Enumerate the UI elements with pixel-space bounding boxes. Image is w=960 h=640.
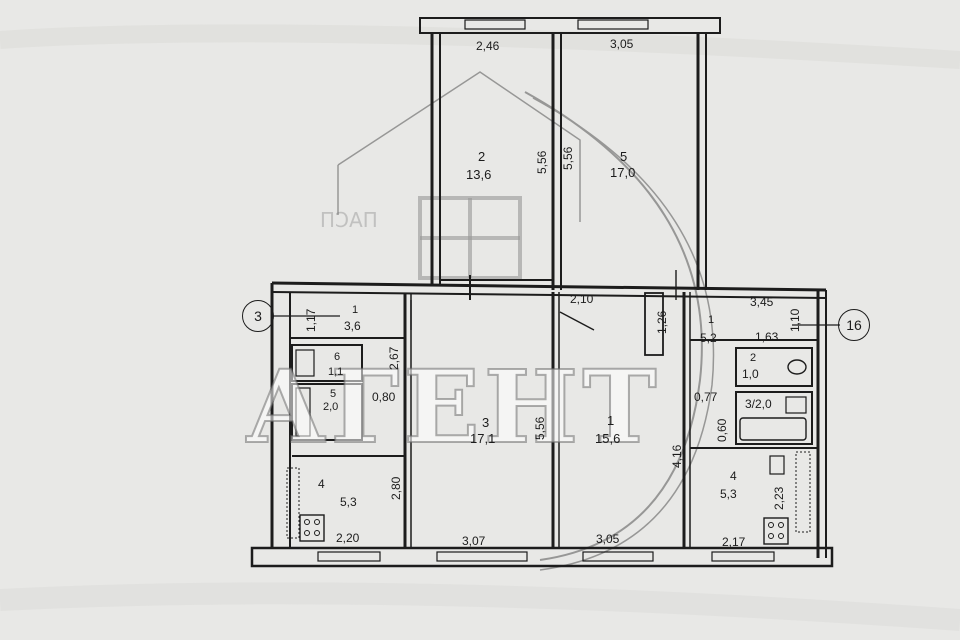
wc-right-number: 2 [750, 352, 757, 364]
room-2-number: 2 [478, 149, 486, 164]
dim-right-bath-side: 0,60 [715, 418, 729, 442]
room-5-number: 5 [620, 149, 628, 164]
room-1-number: 1 [607, 413, 615, 428]
dim-top-left-room: 2,46 [476, 39, 500, 53]
dim-bottom-right-mid: 3,05 [596, 532, 620, 546]
dim-closet-height: 1,26 [655, 310, 669, 334]
dim-left-kitchen-height: 2,80 [389, 476, 403, 500]
kitchen-right-number: 4 [730, 469, 737, 483]
dim-left-bath-width: 0,80 [372, 390, 396, 404]
dim-room2-height: 5,56 [535, 150, 549, 174]
watermark-text: АГЕНТ [244, 347, 661, 467]
room-3-number: 3 [482, 415, 490, 430]
hall-left-number: 1 [352, 304, 359, 316]
room-5-area: 17,0 [610, 165, 636, 180]
dim-hall-top: 2,10 [570, 292, 594, 306]
plan-marker-left: 3 [242, 300, 274, 332]
hall-left-area: 3,6 [344, 319, 361, 333]
room-2-area: 13,6 [466, 167, 492, 182]
bath-right-label: 3/2,0 [745, 397, 772, 411]
wc-left-number: 6 [334, 351, 341, 363]
dim-room5-height: 5,56 [561, 146, 575, 170]
dim-right-hall-width: 3,45 [750, 295, 774, 309]
wc-right-area: 1,0 [742, 367, 759, 381]
plan-marker-right: 16 [838, 309, 870, 341]
main-body-walls [250, 270, 834, 568]
kitchen-left-area: 5,3 [340, 495, 357, 509]
kitchen-right-area: 5,3 [720, 487, 737, 501]
dim-left-hall-height: 1,17 [304, 308, 318, 332]
bath-left-number: 5 [330, 388, 337, 400]
stamp-text-mirrored: ПАСП [320, 208, 378, 232]
upper-wing-walls [419, 17, 721, 300]
room-3-area: 17,1 [470, 431, 496, 446]
bath-left-area: 2,0 [323, 401, 339, 413]
hall-right-area: 5,2 [700, 331, 717, 345]
dim-right-kitchen-height: 2,23 [772, 486, 786, 510]
dim-room1-side: 4,16 [670, 444, 684, 468]
dim-left-block-height: 2,67 [387, 346, 401, 370]
dim-top-right-room: 3,05 [610, 37, 634, 51]
dim-right-wc-width: 1,63 [755, 330, 779, 344]
room-1-area: 15,6 [595, 431, 621, 446]
dim-right-bath-width: 0,77 [694, 390, 718, 404]
dim-bottom-right: 2,17 [722, 535, 746, 549]
dim-bottom-left: 2,20 [336, 531, 360, 545]
wc-left-area: 1,1 [328, 366, 344, 378]
dim-room3-height: 5,56 [533, 416, 547, 440]
kitchen-left-number: 4 [318, 477, 325, 491]
dim-right-hall-height: 1,10 [788, 308, 802, 332]
hall-right-number: 1 [708, 314, 715, 326]
dim-bottom-mid: 3,07 [462, 534, 486, 548]
